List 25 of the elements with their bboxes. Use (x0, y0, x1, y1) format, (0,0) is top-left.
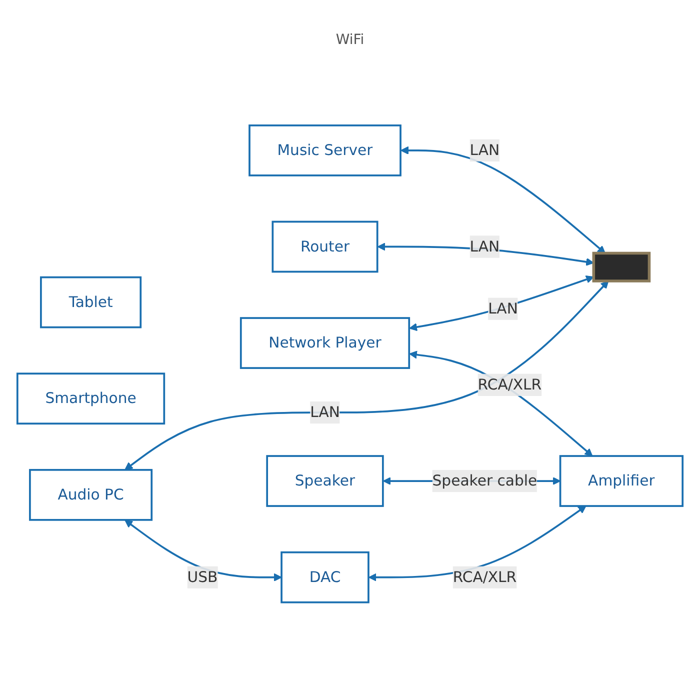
node-box: Tablet (40, 276, 142, 328)
node-box: Audio PC (29, 469, 153, 521)
edge-label: RCA/XLR (452, 568, 517, 586)
arrow (409, 276, 594, 332)
node-box (592, 252, 651, 282)
edge-label: LAN (310, 403, 340, 421)
edge-label: LAN (470, 238, 500, 256)
node-box: DAC (280, 552, 370, 604)
arrow (400, 146, 606, 254)
wireless-label: WiFi (336, 32, 364, 48)
node-box: Router (272, 220, 378, 273)
node-box: Network Player (240, 317, 410, 370)
arrow (124, 520, 282, 582)
edge-label: LAN (470, 141, 500, 159)
arrow (409, 350, 593, 456)
edge-label: LAN (488, 300, 518, 318)
arrow (368, 506, 586, 582)
edge-label: RCA/XLR (478, 376, 542, 394)
edge-label: Speaker cable (432, 472, 538, 490)
node-box: Smartphone (16, 372, 166, 425)
arrow (124, 280, 609, 470)
edge-label: USB (187, 568, 218, 586)
node-box: Amplifier (559, 455, 684, 508)
node-box: Music Server (248, 124, 402, 176)
node-box: Speaker (266, 455, 384, 508)
